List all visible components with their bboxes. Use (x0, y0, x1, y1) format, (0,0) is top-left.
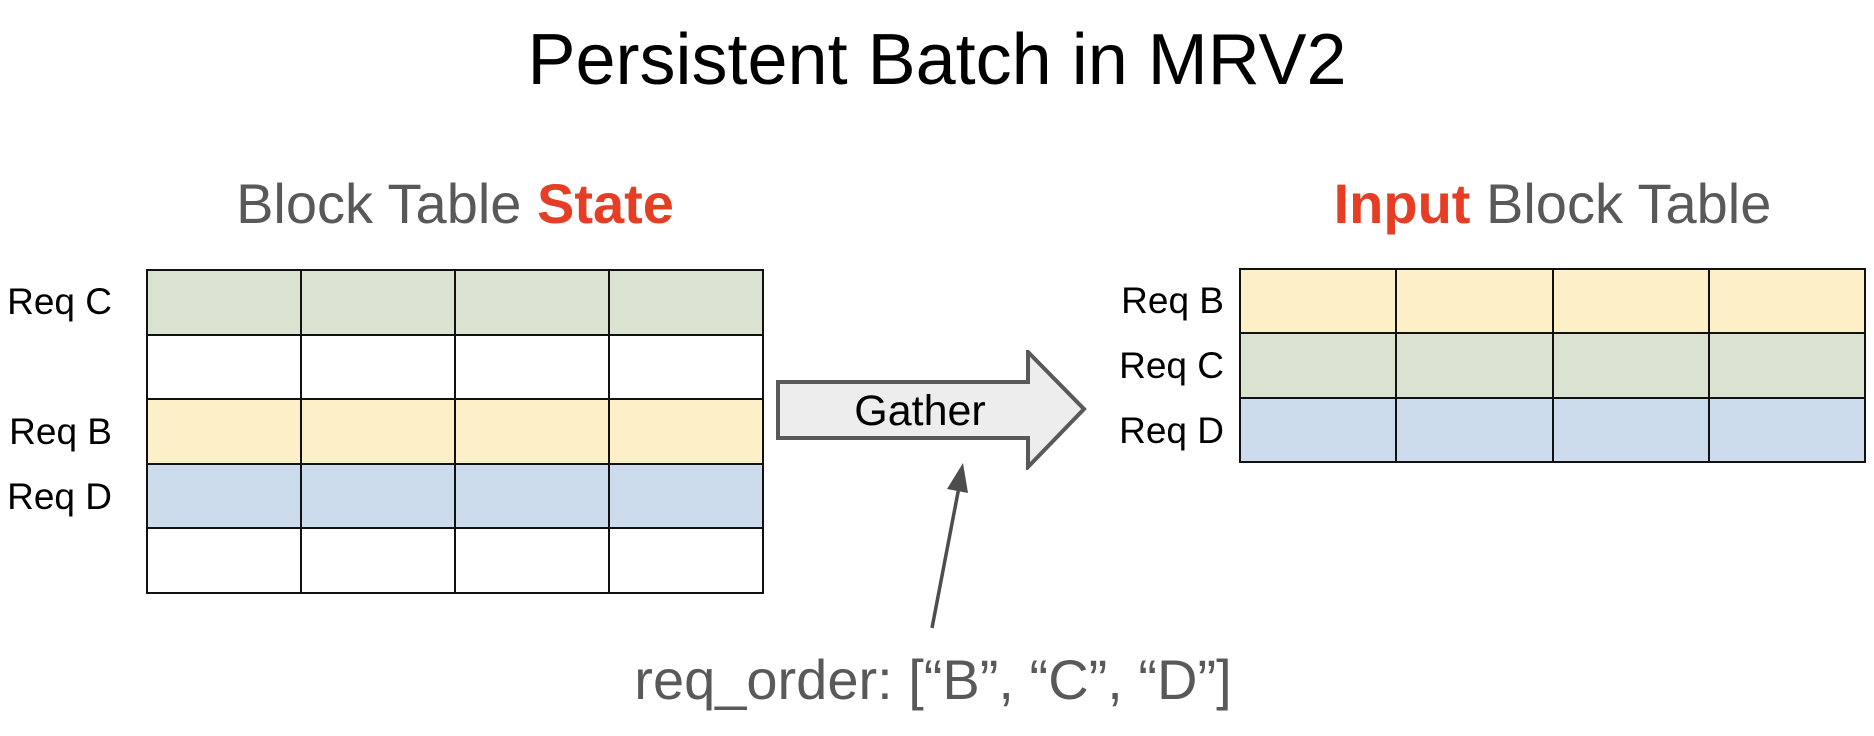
row-label: Req C (7, 281, 112, 322)
block-cell (1396, 397, 1553, 462)
block-cell (609, 528, 763, 593)
table-row (1240, 269, 1865, 334)
input-block-table (1239, 268, 1866, 463)
block-cell (1708, 397, 1865, 462)
block-cell (301, 463, 455, 529)
block-cell (1552, 269, 1709, 334)
block-cell (147, 399, 301, 464)
block-cell (301, 528, 455, 593)
heading-highlight-input: Input (1333, 172, 1471, 235)
table-row (147, 334, 763, 400)
block-cell (1552, 333, 1709, 398)
state-table-row-labels: Req C Req B Req D (0, 269, 112, 594)
row-label: Req D (1119, 410, 1224, 451)
page-title: Persistent Batch in MRV2 (527, 20, 1347, 100)
block-cell (1708, 269, 1865, 334)
input-table-row-labels: Req B Req C Req D (1024, 268, 1224, 463)
gather-arrow-shape (776, 350, 1087, 470)
block-cell (301, 270, 455, 335)
gather-arrow: Gather (776, 350, 1087, 470)
pointer-arrowhead-icon (947, 463, 968, 493)
block-cell (1396, 269, 1553, 334)
table-row (147, 270, 763, 335)
gather-arrow-label: Gather (854, 387, 985, 435)
block-cell (455, 463, 609, 529)
pointer-line (930, 486, 961, 629)
block-cell (1240, 397, 1397, 462)
row-label: Req B (1121, 280, 1224, 321)
block-cell (609, 270, 763, 335)
row-label: Req B (9, 411, 112, 452)
table-row (1240, 397, 1865, 462)
block-cell (609, 463, 763, 529)
table-row (1240, 333, 1865, 398)
table-row (147, 528, 763, 593)
row-label: Req D (7, 476, 112, 517)
block-cell (147, 270, 301, 335)
block-cell (455, 399, 609, 464)
req-order-annotation: req_order: [“B”, “C”, “D”] (634, 648, 1232, 711)
block-cell (147, 334, 301, 400)
input-table-heading: Input Block Table (1239, 176, 1866, 232)
block-cell (609, 334, 763, 400)
block-cell (1240, 269, 1397, 334)
block-cell (609, 399, 763, 464)
block-cell (147, 528, 301, 593)
block-cell (147, 463, 301, 529)
annotation-pointer-arrow (930, 463, 968, 629)
heading-prefix: Block Table (236, 172, 537, 235)
block-cell (1240, 333, 1397, 398)
state-block-table (146, 269, 764, 594)
table-row (147, 463, 763, 529)
block-cell (1552, 397, 1709, 462)
table-row (147, 399, 763, 464)
block-cell (455, 270, 609, 335)
row-label: Req C (1119, 345, 1224, 386)
heading-suffix: Block Table (1470, 172, 1772, 235)
block-cell (1708, 333, 1865, 398)
heading-highlight-state: State (536, 172, 674, 235)
state-table-heading: Block Table State (146, 176, 764, 232)
block-cell (301, 334, 455, 400)
block-cell (455, 528, 609, 593)
block-cell (301, 399, 455, 464)
block-cell (1396, 333, 1553, 398)
block-cell (455, 334, 609, 400)
